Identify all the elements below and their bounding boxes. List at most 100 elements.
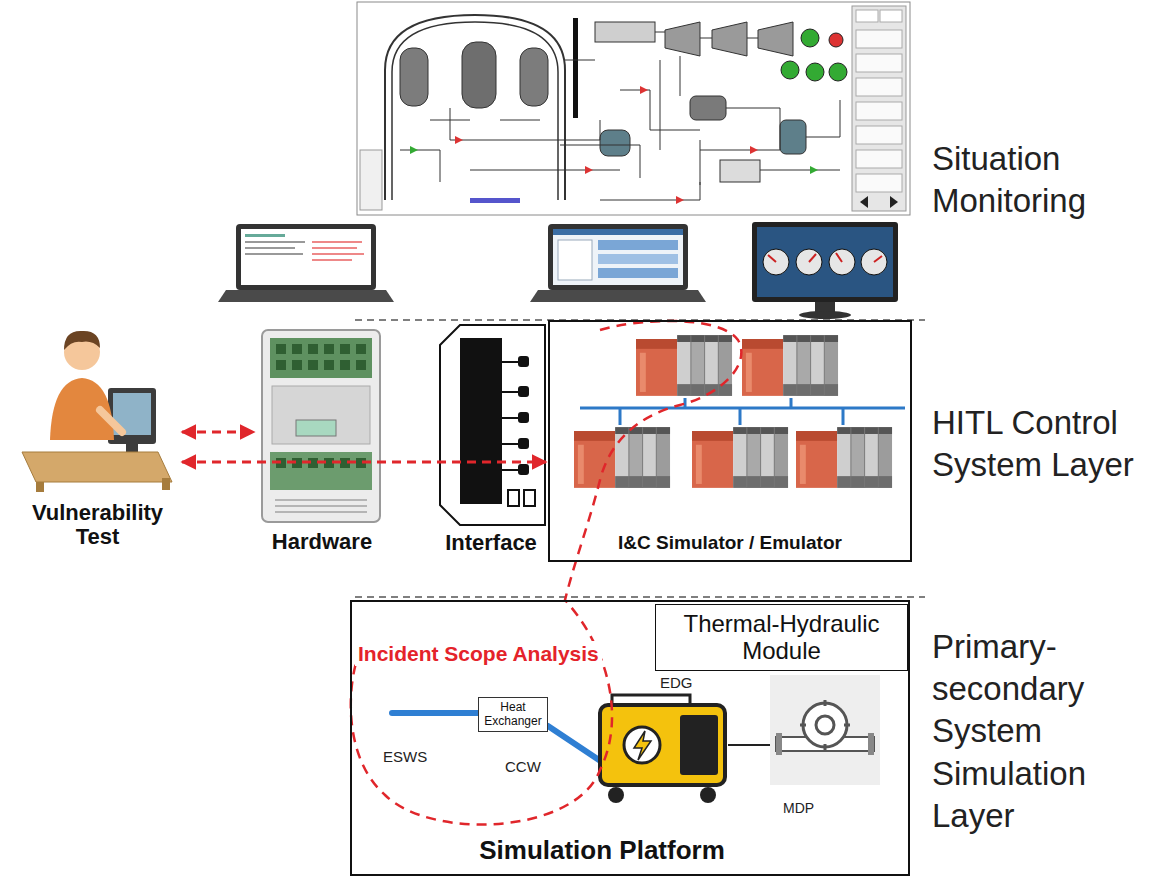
hardware-controller (270, 452, 372, 490)
laptop-middle (558, 240, 592, 280)
monitor-gauges (752, 222, 898, 302)
equipment-label: CCW (505, 758, 541, 776)
layer-title: Primary-secondary System Simulation Laye… (932, 626, 1160, 837)
laptop-left (245, 241, 305, 243)
plant-equipment (700, 787, 716, 803)
hmi-screenshot (780, 120, 806, 154)
laptop-middle (553, 229, 683, 235)
hmi-screenshot (665, 22, 700, 56)
interface-panel-icon (518, 386, 529, 397)
hardware-controller (270, 338, 372, 378)
hmi-screenshot (690, 96, 726, 120)
laptop-left (218, 290, 394, 302)
hmi-screenshot (455, 136, 463, 144)
simulator-box: I&C Simulator / Emulator (548, 320, 912, 562)
tester-icon (162, 478, 170, 490)
hmi-screenshot (357, 2, 910, 215)
interface-panel-icon (518, 438, 529, 449)
hmi-screenshot (856, 78, 902, 96)
hardware-controller (276, 344, 366, 370)
interface-panel-icon (518, 464, 529, 475)
hmi-screenshot (750, 146, 758, 154)
hmi-screenshot (400, 48, 428, 106)
laptop-middle (598, 240, 678, 250)
laptop-left (312, 241, 362, 243)
hmi-screenshot (758, 22, 793, 56)
laptop-middle (530, 224, 706, 302)
interface-panel-icon (524, 490, 535, 506)
laptop-middle (598, 268, 678, 278)
interface-panel-icon (508, 490, 519, 506)
hmi-screenshot (806, 63, 824, 81)
hmi-screenshot (856, 54, 902, 72)
laptop-left (312, 247, 357, 249)
layer-divider (355, 320, 925, 597)
hmi-screenshot (856, 150, 902, 168)
plc-network (580, 398, 905, 425)
node-text: I&C Simulator / Emulator (618, 532, 842, 554)
node-text: Heat Exchanger (481, 701, 545, 727)
laptop-left (245, 234, 285, 237)
module-box: Thermal-Hydraulic Module (655, 604, 908, 671)
laptop-left (218, 224, 394, 302)
hmi-screenshot (856, 102, 902, 120)
plant-equipment (392, 675, 880, 803)
dashed-arrow (182, 461, 546, 464)
hardware-controller (275, 500, 367, 512)
hmi-screenshot (573, 18, 578, 118)
hardware-controller (272, 386, 370, 444)
monitor-gauges (799, 311, 851, 319)
hmi-screenshot (856, 174, 902, 192)
layer-title: Situation Monitoring (932, 138, 1160, 222)
plant-equipment (634, 731, 651, 760)
hmi-screenshot (801, 29, 819, 47)
hmi-screenshot (600, 130, 630, 156)
monitor-gauges (757, 227, 893, 297)
hmi-screenshot (585, 166, 593, 174)
incident-scope-outline (351, 321, 742, 825)
hmi-screenshot (860, 196, 868, 208)
node-text: Simulation Platform (479, 836, 725, 866)
hmi-screenshot (856, 10, 878, 22)
laptop-left (312, 253, 364, 255)
hmi-screenshot (357, 2, 910, 215)
plant-equipment (612, 695, 690, 705)
hmi-screenshot (856, 30, 902, 48)
plant-equipment (680, 715, 718, 775)
interface-node: Interface (434, 318, 548, 559)
plc-network (636, 335, 732, 396)
plc-network (742, 335, 838, 396)
exchanger-box: Heat Exchanger (478, 697, 548, 732)
interface-panel-icon (440, 325, 545, 525)
laptop-middle (553, 229, 683, 285)
plant-equipment (816, 716, 834, 734)
interface-panel-icon (460, 338, 502, 504)
hardware-controller (296, 420, 336, 436)
hmi-screenshot (520, 48, 548, 106)
interface-panel-icon (518, 412, 529, 423)
hmi-screenshot (410, 146, 418, 154)
tester-icon (64, 331, 100, 350)
laptop-left (245, 247, 295, 249)
hmi-screenshot (852, 6, 906, 211)
interface-panel-icon (518, 356, 529, 367)
plc-network (692, 427, 788, 488)
equipment-label: EDG (660, 674, 693, 692)
laptop-left (312, 259, 352, 261)
tester-icon (100, 410, 122, 432)
interface-panel-icon (440, 325, 545, 525)
tester-icon (22, 331, 172, 492)
hmi-screenshot (640, 86, 648, 94)
hmi-screenshot (360, 150, 382, 210)
plant-equipment (392, 710, 478, 716)
layer-divider (355, 596, 925, 598)
interface-panel-icon (502, 362, 520, 470)
laptop-left (236, 224, 376, 290)
laptop-middle (530, 290, 706, 302)
hmi-screenshot (781, 61, 799, 79)
tester-icon (36, 482, 44, 492)
hmi-screenshot (595, 22, 655, 42)
incident-scope-outline (351, 321, 742, 825)
